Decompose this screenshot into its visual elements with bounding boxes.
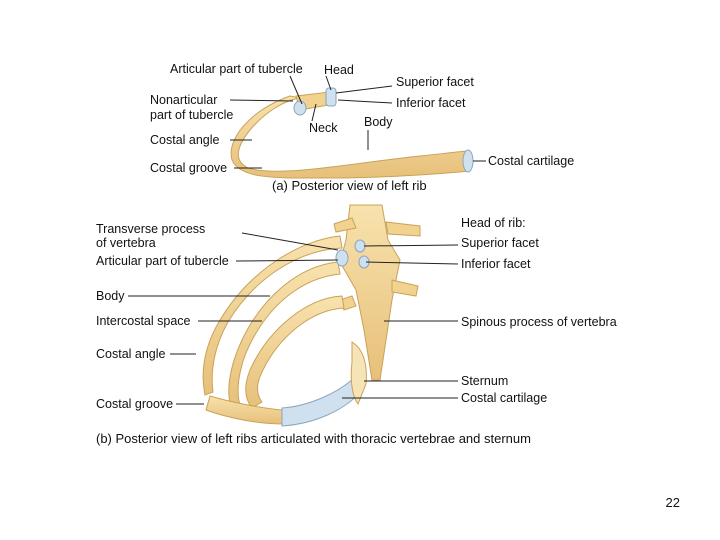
label-a-costal-angle: Costal angle — [150, 133, 220, 147]
caption-a: (a) Posterior view of left rib — [272, 178, 427, 193]
rib-b-1 — [202, 235, 343, 396]
label-b-body: Body — [96, 289, 125, 303]
rib-b-lower — [205, 395, 283, 425]
label-b-inferior-facet: Inferior facet — [461, 257, 531, 271]
label-b-costal-angle: Costal angle — [96, 347, 166, 361]
label-b-spinous-process: Spinous process of vertebra — [461, 315, 617, 329]
label-b-articular-part-of-tubercle: Articular part of tubercle — [96, 254, 229, 268]
label-b-costal-cartilage: Costal cartilage — [461, 391, 548, 405]
label-a-nonarticular-line2: part of tubercle — [150, 108, 234, 122]
caption-b: (b) Posterior view of left ribs articula… — [96, 431, 531, 446]
rib-a-cartilage — [462, 149, 474, 173]
rib-a-body — [230, 95, 471, 179]
panel-b-leaders — [128, 232, 459, 405]
label-b-transverse-line1: Transverse process — [96, 222, 206, 236]
panel-b-skeleton — [202, 204, 421, 427]
label-b-intercostal-space: Intercostal space — [96, 314, 191, 328]
label-b-costal-groove: Costal groove — [96, 397, 174, 411]
panel-a-rib — [230, 87, 474, 179]
transverse-process-upper — [333, 217, 357, 233]
label-a-body: Body — [364, 115, 393, 129]
label-a-costal-cartilage: Costal cartilage — [488, 154, 575, 168]
label-a-costal-groove: Costal groove — [150, 161, 228, 175]
label-b-transverse-line2: of vertebra — [96, 236, 156, 250]
label-b-head-of-rib: Head of rib: — [461, 216, 526, 230]
label-a-articular-part-of-tubercle: Articular part of tubercle — [170, 62, 303, 76]
transverse-process-right-2 — [391, 279, 419, 297]
transverse-process-right — [385, 221, 421, 237]
label-a-superior-facet: Superior facet — [396, 75, 474, 89]
label-a-neck: Neck — [309, 121, 338, 135]
tubercle-b — [335, 249, 349, 267]
label-a-head: Head — [324, 63, 354, 77]
sternum-b — [350, 341, 367, 406]
rib-a-tubercle — [293, 100, 307, 116]
label-b-sternum: Sternum — [461, 374, 509, 388]
label-b-superior-facet: Superior facet — [461, 236, 539, 250]
page-number: 22 — [665, 495, 680, 510]
label-a-nonarticular-line1: Nonarticular — [150, 93, 218, 107]
rib-a-head — [325, 87, 337, 107]
costal-cartilage-b — [281, 375, 363, 427]
facet-b-superior — [354, 239, 366, 253]
label-a-inferior-facet: Inferior facet — [396, 96, 466, 110]
panel-a-leaders — [229, 75, 486, 169]
rib-b-3 — [245, 295, 345, 409]
